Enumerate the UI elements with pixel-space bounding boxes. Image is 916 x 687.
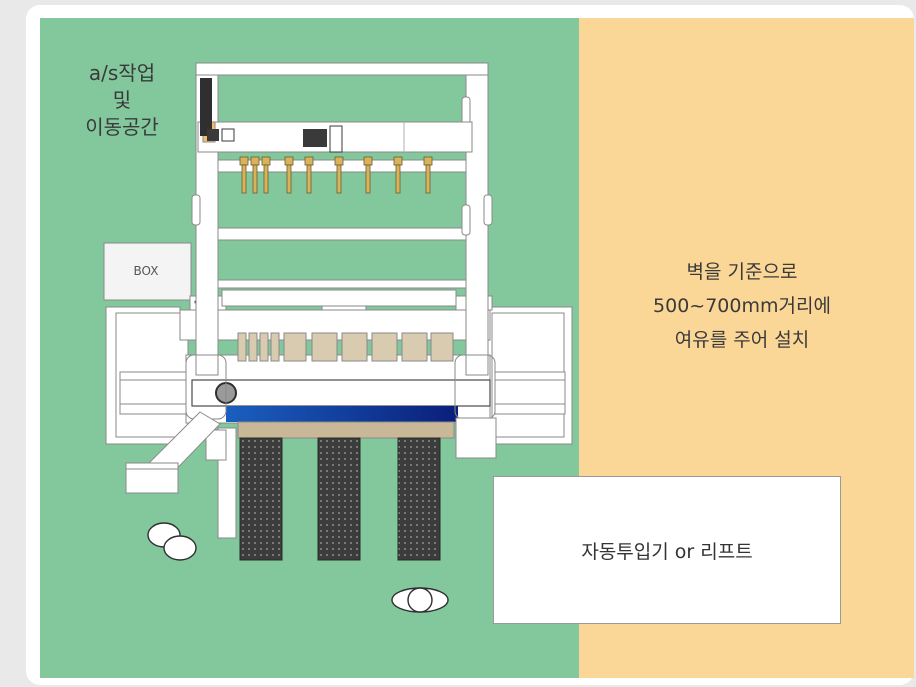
feeder-label: 자동투입기 or 리프트 [581,541,753,563]
as-space-line-1: a/s작업 [88,61,156,85]
as-space-label: a/s작업 및 이동공간 [58,60,186,141]
box-outline [103,242,192,301]
box-label: BOX [133,264,159,278]
roller-icon [147,522,449,613]
as-space-line-3: 이동공간 [85,115,159,139]
wall-note-line-2: 500~700mm거리에 [653,295,831,317]
feeder-box [493,476,841,624]
wall-note-line-1: 벽을 기준으로 [686,261,798,283]
wall-note-label: 벽을 기준으로 500~700mm거리에 여유를 주어 설치 [592,255,892,357]
wall-note-line-3: 여유를 주어 설치 [674,329,810,351]
as-space-line-2: 및 [112,88,132,112]
